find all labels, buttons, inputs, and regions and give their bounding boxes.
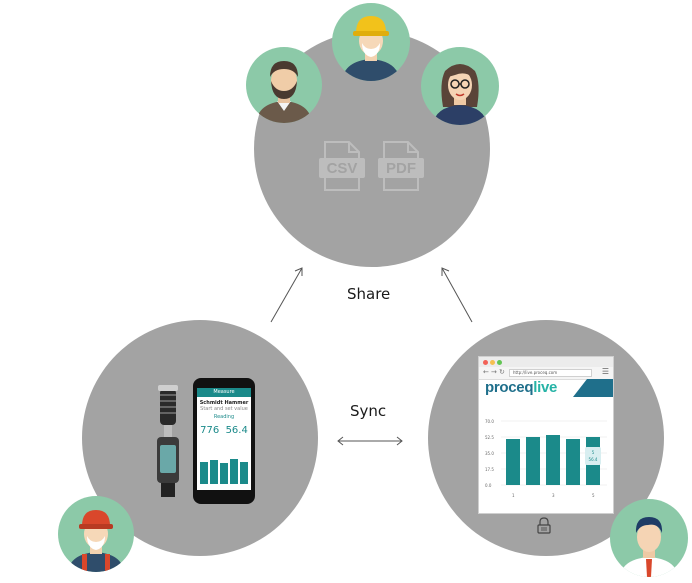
csv-text: CSV	[327, 160, 358, 177]
y-tick-35: 35.0	[485, 451, 494, 456]
y-tick-17: 17.5	[485, 467, 494, 472]
lock-icon	[537, 517, 551, 538]
phone-screen: Measure Schmidt Hammer Start and set val…	[197, 388, 251, 490]
close-dot-icon	[483, 360, 488, 365]
share-label: Share	[347, 285, 391, 303]
avatar-bearded-man-icon	[246, 47, 322, 123]
menu-icon[interactable]: ☰	[601, 367, 609, 376]
avatar-hardhat-worker-icon	[332, 3, 410, 81]
x-tick-1: 1	[512, 493, 515, 498]
tooltip-top: 5	[592, 450, 595, 455]
dashboard-bar-4	[566, 439, 580, 485]
csv-file-icon: CSV	[319, 140, 365, 196]
brand-accent-icon	[573, 379, 613, 397]
phone-title: Schmidt Hammer	[199, 400, 249, 406]
dashboard-bar-chart: 70.0 52.5 35.0 17.5 0.0 1 3 5 5 56.4	[485, 419, 607, 498]
address-bar[interactable]: http://live.proceq.com	[509, 369, 592, 377]
pdf-text: PDF	[386, 160, 416, 177]
dashboard-bar-2	[526, 437, 540, 485]
phone-value-left: 776	[200, 425, 220, 436]
phone-mini-chart	[200, 459, 248, 484]
browser-titlebar	[479, 357, 613, 367]
y-tick-52: 52.5	[485, 435, 494, 440]
avatar-businessman-icon	[610, 499, 688, 577]
tooltip-value: 56.4	[589, 457, 598, 462]
avatar-field-technician-icon	[58, 496, 134, 572]
browser-window: ← → ↻ http://live.proceq.com ☰ proceqliv…	[478, 356, 614, 514]
dashboard-bar-1	[506, 439, 520, 485]
phone-subtitle: Start and set value	[200, 406, 248, 412]
arrow-share-right	[441, 267, 473, 323]
phone-mode: Reading	[213, 414, 235, 420]
minimize-dot-icon	[490, 360, 495, 365]
y-tick-0: 0.0	[485, 483, 492, 488]
maximize-dot-icon	[497, 360, 502, 365]
rebound-hammer-device-icon	[148, 385, 188, 505]
avatar-woman-glasses-icon	[421, 47, 499, 125]
proceq-live-logo: proceqlive	[485, 379, 558, 396]
x-tick-5: 5	[592, 493, 595, 498]
x-tick-3: 3	[552, 493, 555, 498]
phone-header: Measure	[197, 388, 251, 397]
phone-header-label: Measure	[213, 389, 235, 395]
dashboard-bar-3	[546, 435, 560, 485]
sync-label: Sync	[350, 402, 387, 420]
reload-icon[interactable]: ↻	[499, 368, 505, 376]
forward-arrow-icon[interactable]: →	[491, 368, 497, 376]
smartphone: Measure Schmidt Hammer Start and set val…	[193, 378, 255, 504]
y-tick-70: 70.0	[485, 419, 494, 424]
pdf-file-icon: PDF	[378, 140, 424, 196]
back-arrow-icon[interactable]: ←	[483, 368, 489, 376]
arrow-share-left	[270, 267, 303, 323]
phone-value-right: 56.4	[225, 425, 248, 436]
value-tooltip	[585, 447, 601, 465]
browser-toolbar: ← → ↻ http://live.proceq.com ☰	[479, 367, 613, 380]
phone-values: 776 56.4	[197, 425, 251, 436]
